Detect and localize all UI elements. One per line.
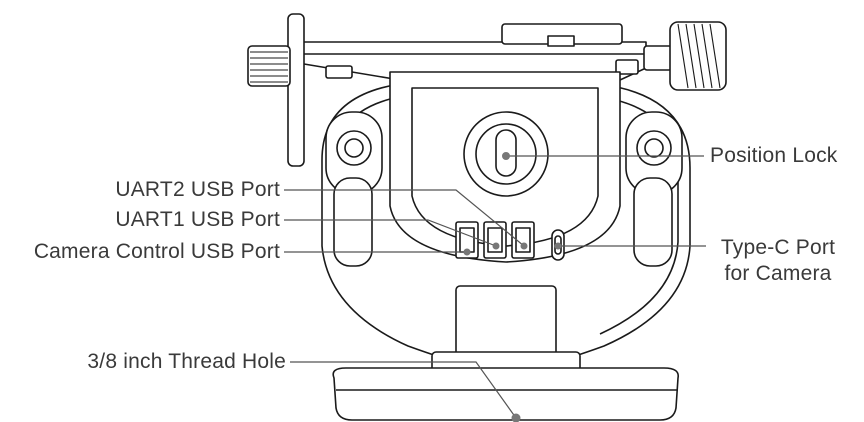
right-knob-neck <box>643 45 673 71</box>
left-screw-hole-inner <box>344 138 364 158</box>
leader-thread-hole <box>290 361 517 419</box>
leader-uart1 <box>284 219 497 247</box>
camera-control-usb-port <box>455 221 479 259</box>
plate-screw <box>615 59 639 75</box>
label-uart2-usb-port: UART2 USB Port <box>115 178 280 201</box>
label-type-c-port-line2: for Camera <box>724 262 832 285</box>
right-screw-hole-inner <box>644 138 664 158</box>
label-type-c-port-line1: Type-C Port <box>720 236 836 259</box>
uart2-usb-port <box>511 221 535 259</box>
thread-hole-marker <box>511 413 521 422</box>
left-slot <box>333 177 373 267</box>
base-plate <box>332 367 680 421</box>
right-slot <box>633 177 673 267</box>
label-position-lock: Position Lock <box>710 144 838 167</box>
left-lever <box>287 13 305 167</box>
leader-uart2 <box>284 189 525 247</box>
label-camera-control-usb-port: Camera Control USB Port <box>33 240 280 263</box>
right-knob <box>669 21 727 91</box>
label-thread-hole: 3/8 inch Thread Hole <box>87 350 286 373</box>
bottom-mount-block <box>455 285 557 363</box>
label-uart1-usb-port: UART1 USB Port <box>115 208 280 231</box>
